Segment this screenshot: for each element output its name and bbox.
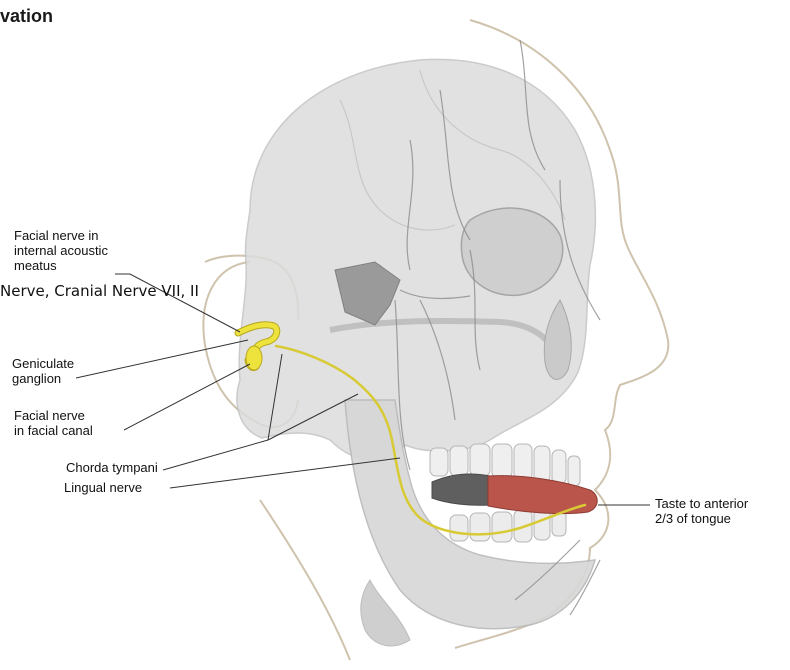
- label-chorda-tympani: Chorda tympani: [66, 460, 158, 475]
- geniculate-ganglion: [246, 346, 262, 370]
- label-taste: Taste to anterior 2/3 of tongue: [655, 496, 748, 526]
- label-facial-nerve-canal: Facial nerve in facial canal: [14, 408, 93, 438]
- label-geniculate-ganglion: Geniculate ganglion: [12, 356, 74, 386]
- orbit: [461, 208, 562, 295]
- label-lingual-nerve: Lingual nerve: [64, 480, 142, 495]
- overlay-caption: Nerve, Cranial Nerve VII, II: [0, 282, 199, 300]
- label-facial-nerve-meatus: Facial nerve in internal acoustic meatus: [14, 228, 108, 273]
- tongue-posterior: [432, 474, 490, 505]
- neck-outline: [260, 500, 350, 660]
- page-title: vation: [0, 6, 53, 27]
- tongue-anterior: [488, 476, 597, 514]
